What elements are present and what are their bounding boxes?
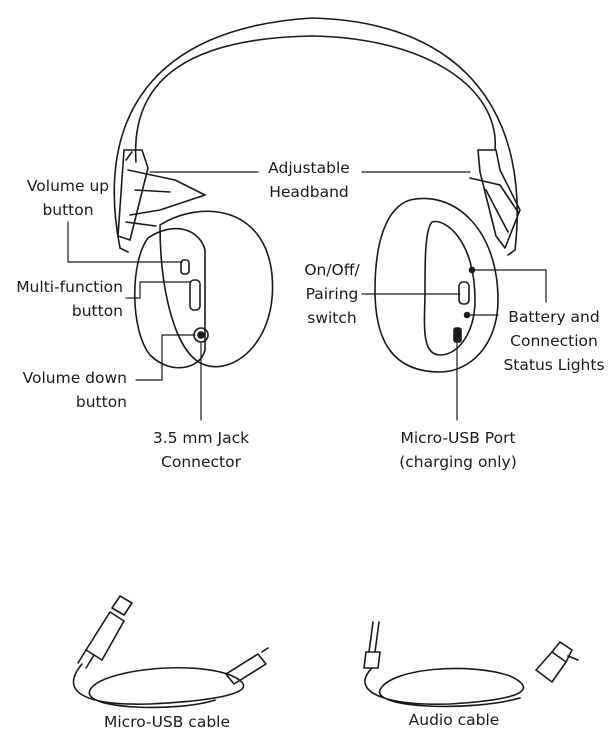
left-yoke bbox=[117, 149, 206, 241]
adjustable-headband-label: Adjustable Headband bbox=[268, 159, 350, 201]
right-yoke bbox=[469, 149, 521, 249]
audio-cable-illustration bbox=[363, 621, 579, 708]
headband bbox=[113, 17, 519, 256]
micro-usb-port-label: Micro-USB Port (charging only) bbox=[399, 429, 517, 471]
multi-function-button-label: Multi-function button bbox=[16, 278, 123, 320]
micro-usb-cable-illustration bbox=[72, 595, 269, 709]
audio-cable-label: Audio cable bbox=[408, 711, 500, 729]
left-earcup bbox=[133, 210, 274, 369]
right-earcup bbox=[374, 197, 499, 373]
callout-lines bbox=[67, 171, 547, 421]
battery-status-lights-label: Battery and Connection Status Lights bbox=[503, 308, 605, 374]
jack-connector-label: 3.5 mm Jack Connector bbox=[152, 429, 250, 471]
on-off-pairing-switch-label: On/Off/ Pairing switch bbox=[304, 261, 360, 327]
volume-down-button-label: Volume down button bbox=[22, 369, 127, 411]
volume-up-button-label: Volume up button bbox=[26, 177, 110, 219]
micro-usb-cable-label: Micro-USB cable bbox=[103, 713, 231, 731]
